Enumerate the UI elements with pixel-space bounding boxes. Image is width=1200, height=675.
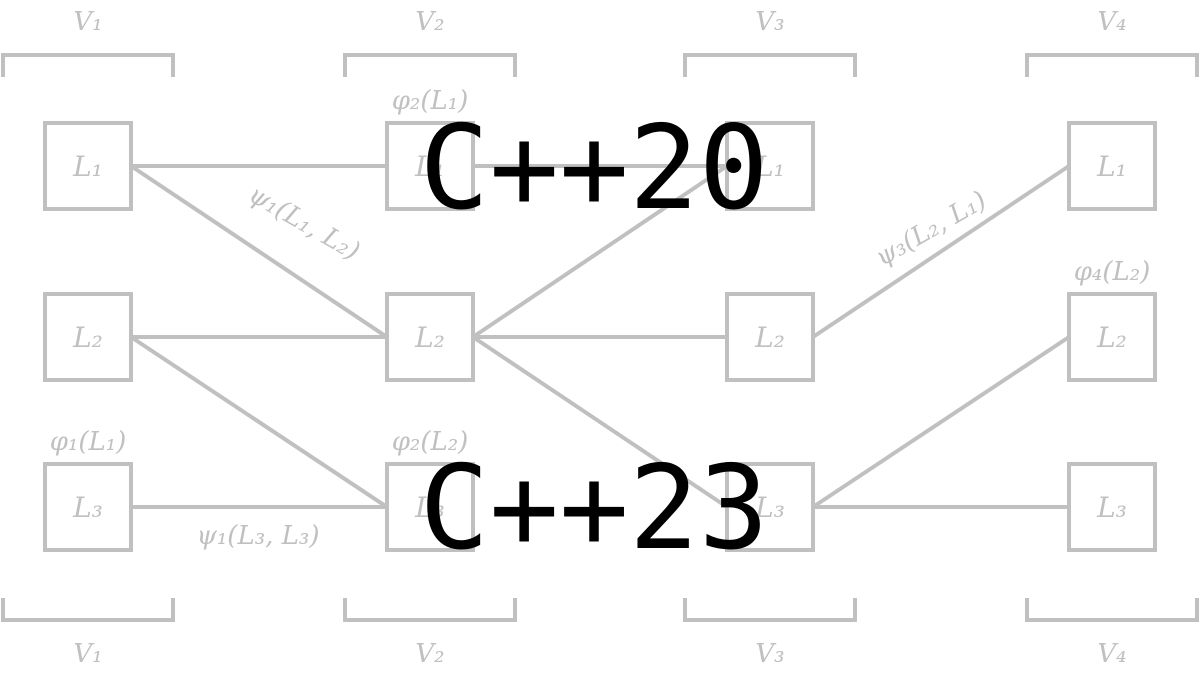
graph-edge xyxy=(129,164,389,339)
graph-node-label: L₁ xyxy=(754,150,785,183)
graph-edge xyxy=(471,335,729,509)
graph-node-box xyxy=(1067,292,1157,382)
cpp20-label: C++20 xyxy=(419,101,768,236)
group-label-top: V₁ xyxy=(73,7,102,37)
graph-node-box xyxy=(725,462,815,552)
graph-node-box xyxy=(43,121,133,211)
graph-edge xyxy=(811,335,1071,509)
node-annotation: φ₁(L₁) xyxy=(50,427,127,457)
graph-node-box xyxy=(1067,121,1157,211)
graph-node-label: L₂ xyxy=(414,321,445,354)
graph-node-label: L₂ xyxy=(1096,321,1127,354)
graph-node-box xyxy=(725,121,815,211)
graph-node-label: L₃ xyxy=(754,491,785,524)
graph-node-label: L₃ xyxy=(414,491,445,524)
graph-node-box xyxy=(725,292,815,382)
graph-node-box xyxy=(385,462,475,552)
graph-edge xyxy=(471,164,729,339)
node-annotation: φ₄(L₂) xyxy=(1074,257,1151,287)
edges xyxy=(129,164,1071,509)
graph-node-box xyxy=(43,292,133,382)
group-bracket-top xyxy=(683,53,857,77)
graph-edge xyxy=(811,164,1071,339)
nodes: L₁ L₂ L₃ φ₁(L₁) L₁ φ₂(L₁) L₂ L₃ φ₂(L₂) L₁ L₂ L₃ L₁ L₂… xyxy=(43,86,1157,552)
group-brackets: V₁ V₁ V₂ V₂ V₃ V₃ V₄ V₄ xyxy=(1,7,1199,669)
group-bracket-bottom xyxy=(1,598,175,622)
graph-node-box xyxy=(43,462,133,552)
group-label-top: V₄ xyxy=(1097,7,1126,37)
group-bracket-bottom xyxy=(683,598,857,622)
graph-node-box xyxy=(385,292,475,382)
graph-node-label: L₁ xyxy=(414,150,445,183)
group-label-top: V₃ xyxy=(755,7,784,37)
node-annotation: φ₂(L₁) xyxy=(392,86,469,116)
group-label-bottom: V₃ xyxy=(755,639,784,669)
group-label-top: V₂ xyxy=(415,7,444,37)
group-label-bottom: V₂ xyxy=(415,639,444,669)
group-bracket-top xyxy=(343,53,517,77)
group-bracket-bottom xyxy=(1025,598,1199,622)
graph-node-label: L₂ xyxy=(72,321,103,354)
graph-node-box xyxy=(1067,462,1157,552)
cpp23-label: C++23 xyxy=(419,441,768,576)
group-label-bottom: V₄ xyxy=(1097,639,1126,669)
graph-node-label: L₃ xyxy=(1096,491,1127,524)
graph-node-box xyxy=(385,121,475,211)
graph-node-label: L₂ xyxy=(754,321,785,354)
group-bracket-bottom xyxy=(343,598,517,622)
node-annotation: φ₂(L₂) xyxy=(392,427,469,457)
edge-label-psi1-l3-l3: ψ₁(L₃, L₃) xyxy=(196,521,319,551)
group-bracket-top xyxy=(1025,53,1199,77)
graph-edge xyxy=(129,335,389,509)
group-label-bottom: V₁ xyxy=(73,639,102,669)
group-bracket-top xyxy=(1,53,175,77)
graph-node-label: L₁ xyxy=(72,150,103,183)
graph-node-label: L₁ xyxy=(1096,150,1127,183)
graph-node-label: L₃ xyxy=(72,491,103,524)
